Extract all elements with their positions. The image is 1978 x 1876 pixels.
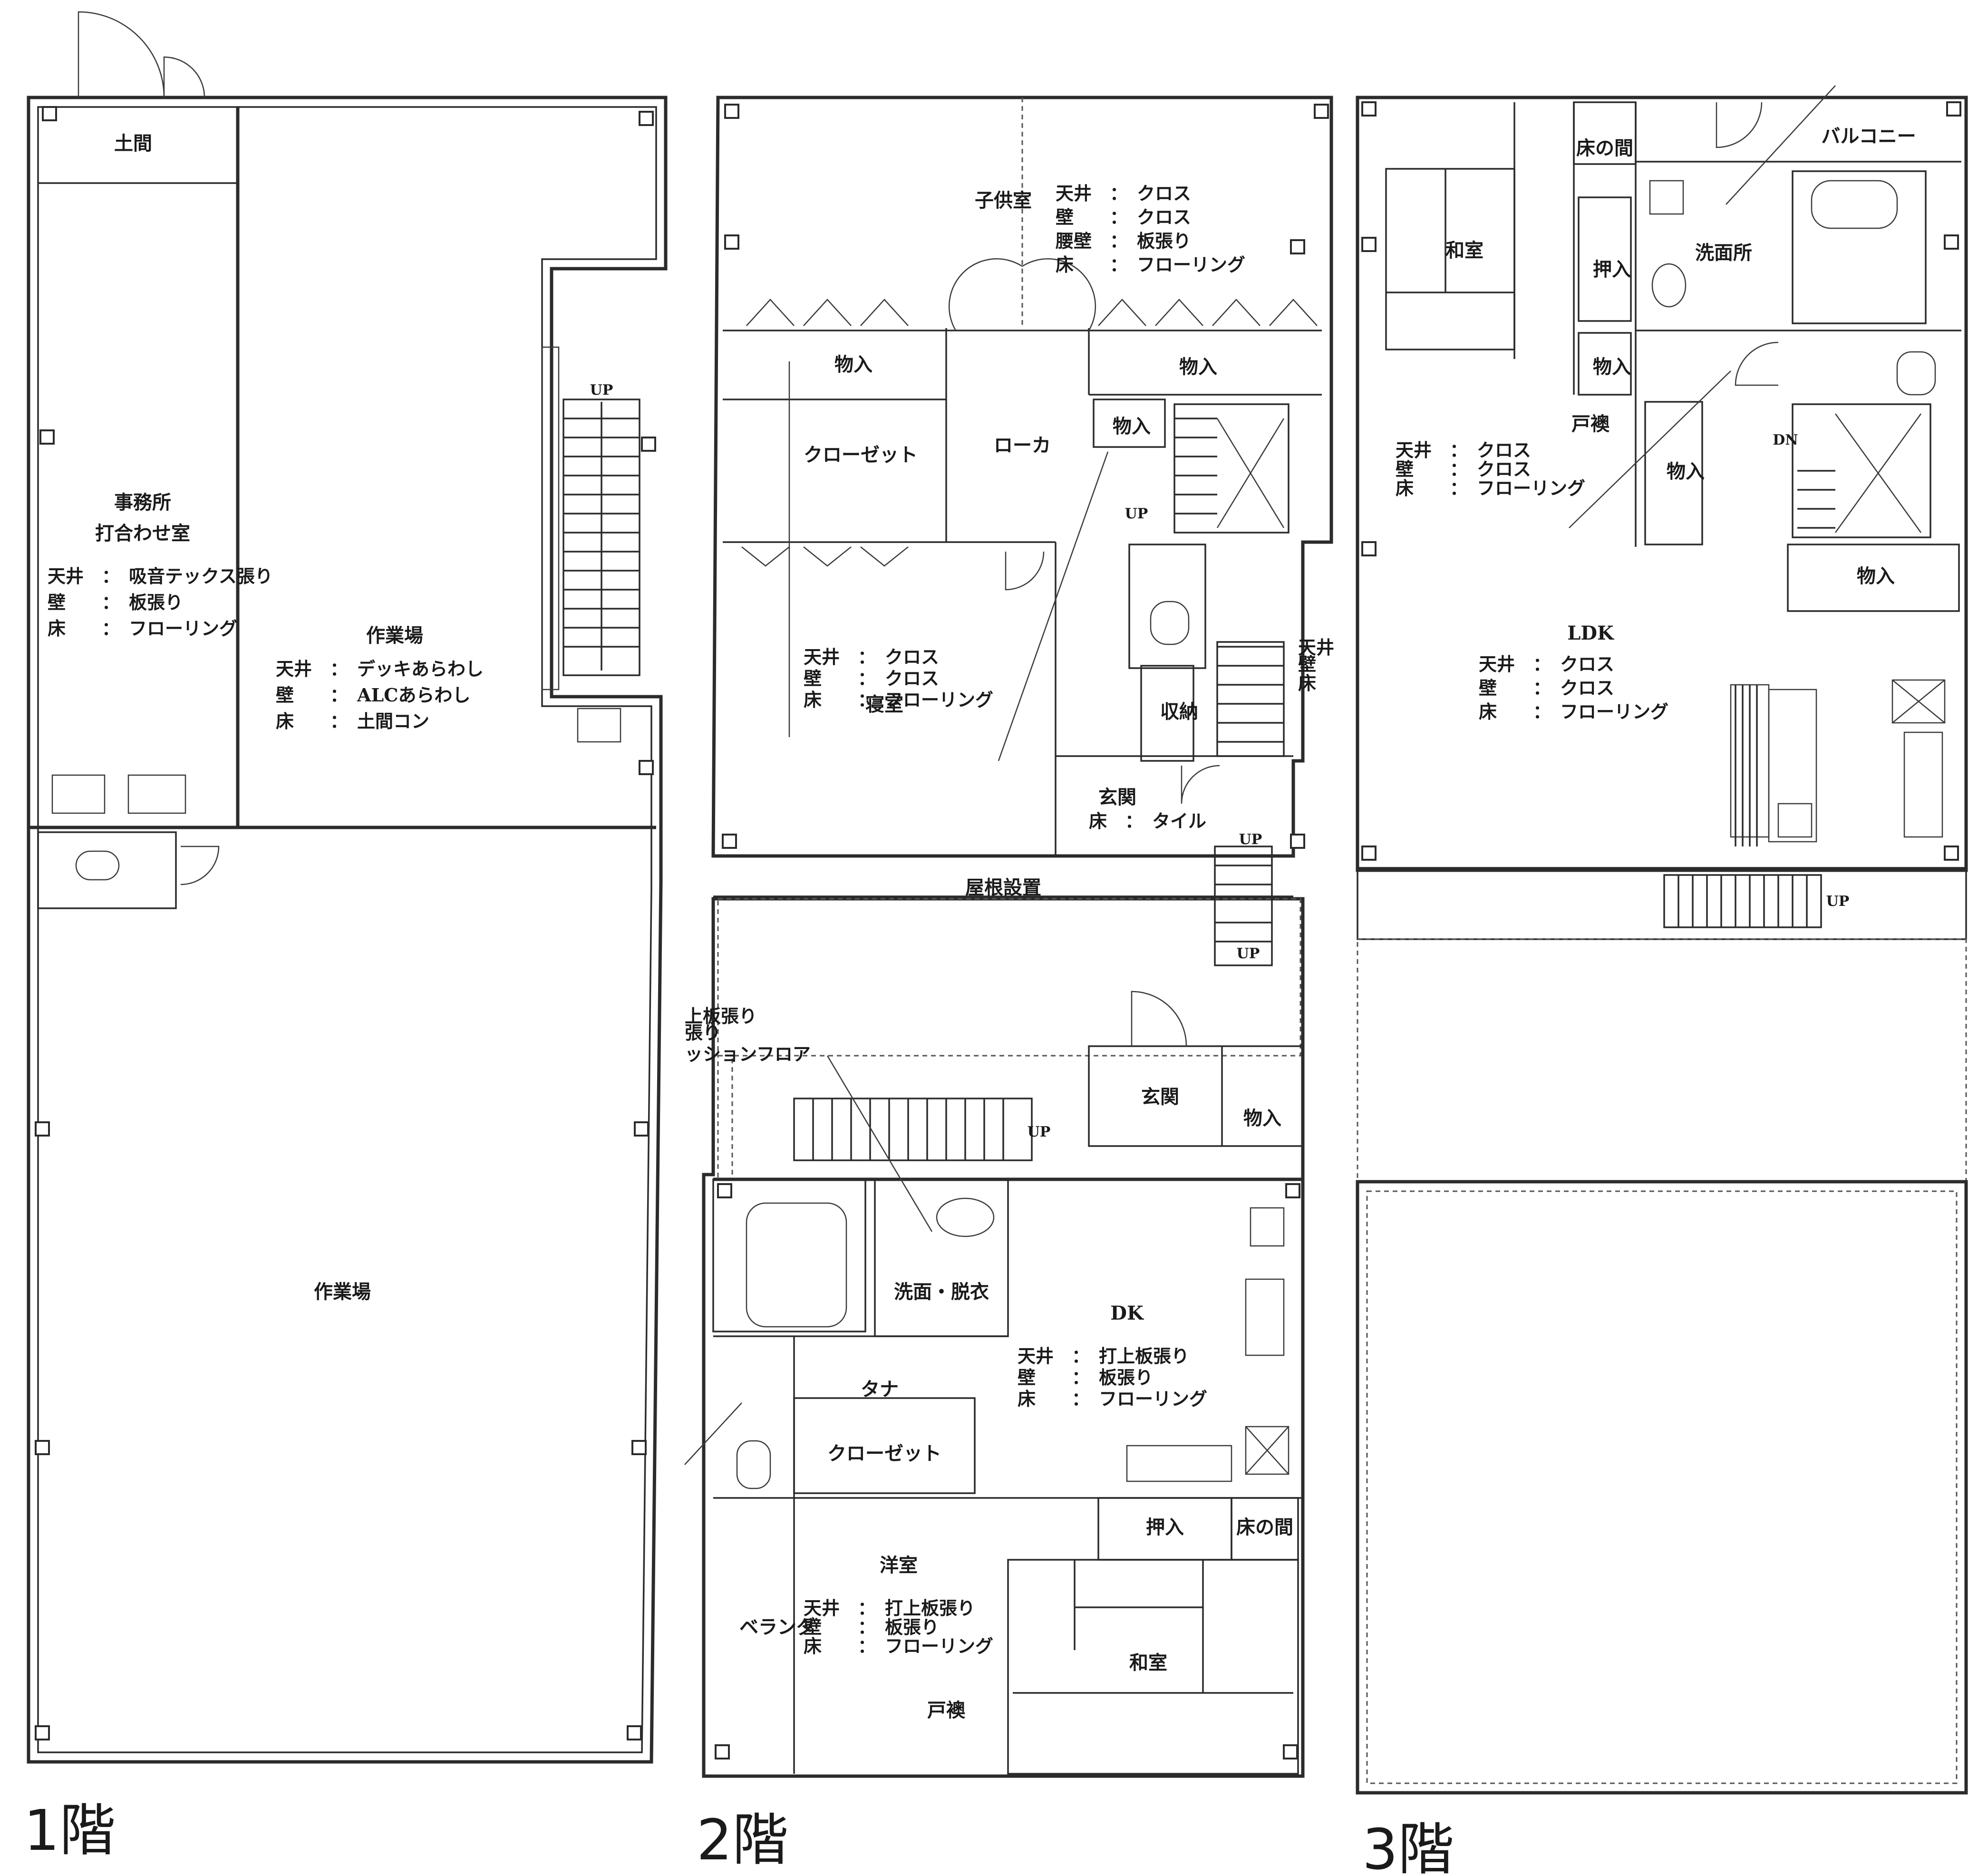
f1-workshop-spec-3: 床 ： 土間コン: [276, 710, 429, 732]
f3-balcony-label: バルコニー: [1821, 125, 1916, 147]
f1-workshop-upper-label: 作業場: [366, 624, 423, 647]
f2-right-note-3: 床: [1298, 672, 1316, 694]
stair-2f-upper: [1173, 403, 1290, 757]
f3-ldk-spec-3: 床 ： フローリング: [1479, 701, 1668, 722]
f2-closet-label: クローゼット: [804, 444, 918, 466]
f2-western-spec-1: 天井 ： 打上板張り: [804, 1597, 975, 1619]
f2-western-spec-2: 壁 ： 板張り: [804, 1616, 939, 1638]
f2-up-1: UP: [1125, 505, 1148, 522]
stair-1f: [563, 402, 640, 671]
f2-bedroom-spec-2: 壁 ： クロス: [804, 668, 939, 689]
f3-hall-spec-3: 床 ： フローリング: [1396, 477, 1585, 499]
closet-door-marks: [741, 258, 1318, 567]
f2-kids-spec-2: 壁 ： クロス: [1056, 206, 1191, 228]
f3-ldk-spec-1: 天井 ： クロス: [1479, 653, 1614, 675]
floor-1-plan: 土間 事務所 打合わせ室 天井 ： 吸音テックス張り 壁 ： 板張り 床 ： フ…: [24, 11, 668, 1863]
f2-western-spec-3: 床 ： フローリング: [804, 1635, 993, 1657]
f2-up-2: UP: [1239, 831, 1262, 848]
f3-storage-1-label: 物入: [1593, 356, 1631, 378]
f2-left-note-1: 上板張り: [685, 1005, 757, 1027]
f2-washitsu-label: 和室: [1129, 1652, 1167, 1674]
f3-storage-3-label: 物入: [1857, 565, 1895, 587]
f1-office-spec-3: 床 ： フローリング: [48, 618, 237, 639]
f2-genkan-lower-label: 玄関: [1141, 1086, 1179, 1108]
f2-closet-lower-label: クローゼット: [827, 1442, 941, 1465]
f1-office-spec-2: 壁 ： 板張り: [48, 592, 183, 613]
f2-storage-right-label: 物入: [1179, 356, 1217, 378]
f1-workshop-spec-2: 壁 ： ALCあらわし: [276, 684, 470, 706]
f3-oshiire-label: 押入: [1593, 258, 1631, 281]
f2-veranda-label: ベランダ: [739, 1616, 815, 1638]
f2-tobukuro-label: 戸襖: [927, 1699, 966, 1721]
floor-2-plan: 子供室 天井 ： クロス 壁 ： クロス 腰壁 ： 板張り 床 ： フローリング…: [684, 96, 1334, 1873]
f3-senmenjo-label: 洗面所: [1695, 242, 1752, 264]
f2-tokonoma-label: 床の間: [1236, 1516, 1293, 1538]
f1-workshop-lower-label: 作業場: [314, 1281, 371, 1303]
stair-3f: [1792, 403, 1931, 538]
entrance-door-icon: [78, 11, 205, 98]
f3-up-label: UP: [1826, 893, 1850, 910]
f2-bedroom-spec-3: 床 ： フローリング: [804, 689, 993, 710]
f2-up-4: UP: [1028, 1124, 1051, 1140]
f2-dk-spec-3: 床 ： フローリング: [1018, 1388, 1207, 1409]
f2-western-label: 洋室: [880, 1554, 918, 1576]
kitchen-counter-lines: [1735, 685, 1758, 846]
f2-dk-spec-1: 天井 ： 打上板張り: [1018, 1345, 1189, 1367]
f3-tokonoma-label: 床の間: [1576, 137, 1633, 159]
f2-kids-spec-1: 天井 ： クロス: [1056, 183, 1191, 204]
f2-dk-spec-2: 壁 ： 板張り: [1018, 1367, 1153, 1388]
f2-oshiire-label: 押入: [1146, 1516, 1184, 1538]
f2-kids-spec-3: 腰壁 ： 板張り: [1056, 230, 1191, 252]
f2-shuno-label: 収納: [1160, 700, 1198, 723]
f2-genkan-spec: 床 ： タイル: [1089, 810, 1206, 832]
f2-tana-label: タナ: [861, 1378, 899, 1400]
f2-genkan-upper-label: 玄関: [1098, 786, 1136, 808]
f3-dn-label: DN: [1773, 432, 1798, 448]
f2-storage-left-label: 物入: [834, 353, 873, 376]
f2-left-note-2: 張り: [685, 1022, 721, 1043]
f3-washitsu-label: 和室: [1445, 239, 1484, 262]
f1-office-spec-1: 天井 ： 吸音テックス張り: [48, 565, 273, 587]
f3-tobukuro-label: 戸襖: [1571, 413, 1610, 435]
floor-3-plan: バルコニー 床の間 和室 押入 洗面所 物入 戸襖 天井 ： クロス 壁 ： ク…: [1356, 85, 1968, 1876]
floor-1-title: 1階: [24, 1798, 116, 1863]
stair-2f-lower: [812, 1098, 1004, 1160]
f3-storage-2-label: 物入: [1667, 460, 1705, 483]
f2-right-note-2: 壁: [1298, 653, 1316, 675]
f2-dk-label: DK: [1110, 1302, 1144, 1324]
stair-2f-link: [1214, 846, 1273, 966]
f1-office-label: 事務所: [114, 491, 171, 514]
f2-hallway-label: ローカ: [994, 434, 1051, 457]
f1-meeting-label: 打合わせ室: [95, 522, 190, 544]
stair-3f-lower: [1663, 874, 1822, 928]
f3-hall-spec-1: 天井 ： クロス: [1396, 439, 1531, 461]
f3-hall-spec-2: 壁 ： クロス: [1396, 458, 1531, 480]
f2-right-note-1: 天井: [1298, 637, 1334, 658]
f3-ldk-spec-2: 壁 ： クロス: [1479, 677, 1614, 699]
f3-ldk-label: LDK: [1567, 622, 1614, 644]
f2-kids-label: 子供室: [975, 189, 1032, 212]
f2-bedroom-label: 寝室: [865, 693, 903, 716]
f2-storage-lower-label: 物入: [1243, 1107, 1281, 1129]
f2-kids-spec-4: 床 ： フローリング: [1056, 254, 1245, 275]
f2-storage-mid-label: 物入: [1113, 415, 1151, 437]
f2-washroom-label: 洗面・脱衣: [894, 1281, 989, 1303]
floor-2-title: 2階: [697, 1807, 788, 1873]
floor-3-title: 3階: [1362, 1817, 1454, 1876]
f2-roof-equipment-label: 屋根設置: [965, 876, 1041, 899]
f1-stair-up: UP: [590, 382, 613, 399]
f1-doma-label: 土間: [114, 132, 152, 155]
f2-bedroom-spec-1: 天井 ： クロス: [804, 646, 939, 668]
f1-workshop-spec-1: 天井 ： デッキあらわし: [276, 658, 484, 680]
f2-left-note-3: ッションフロア: [685, 1043, 811, 1065]
f2-up-3: UP: [1237, 945, 1260, 962]
